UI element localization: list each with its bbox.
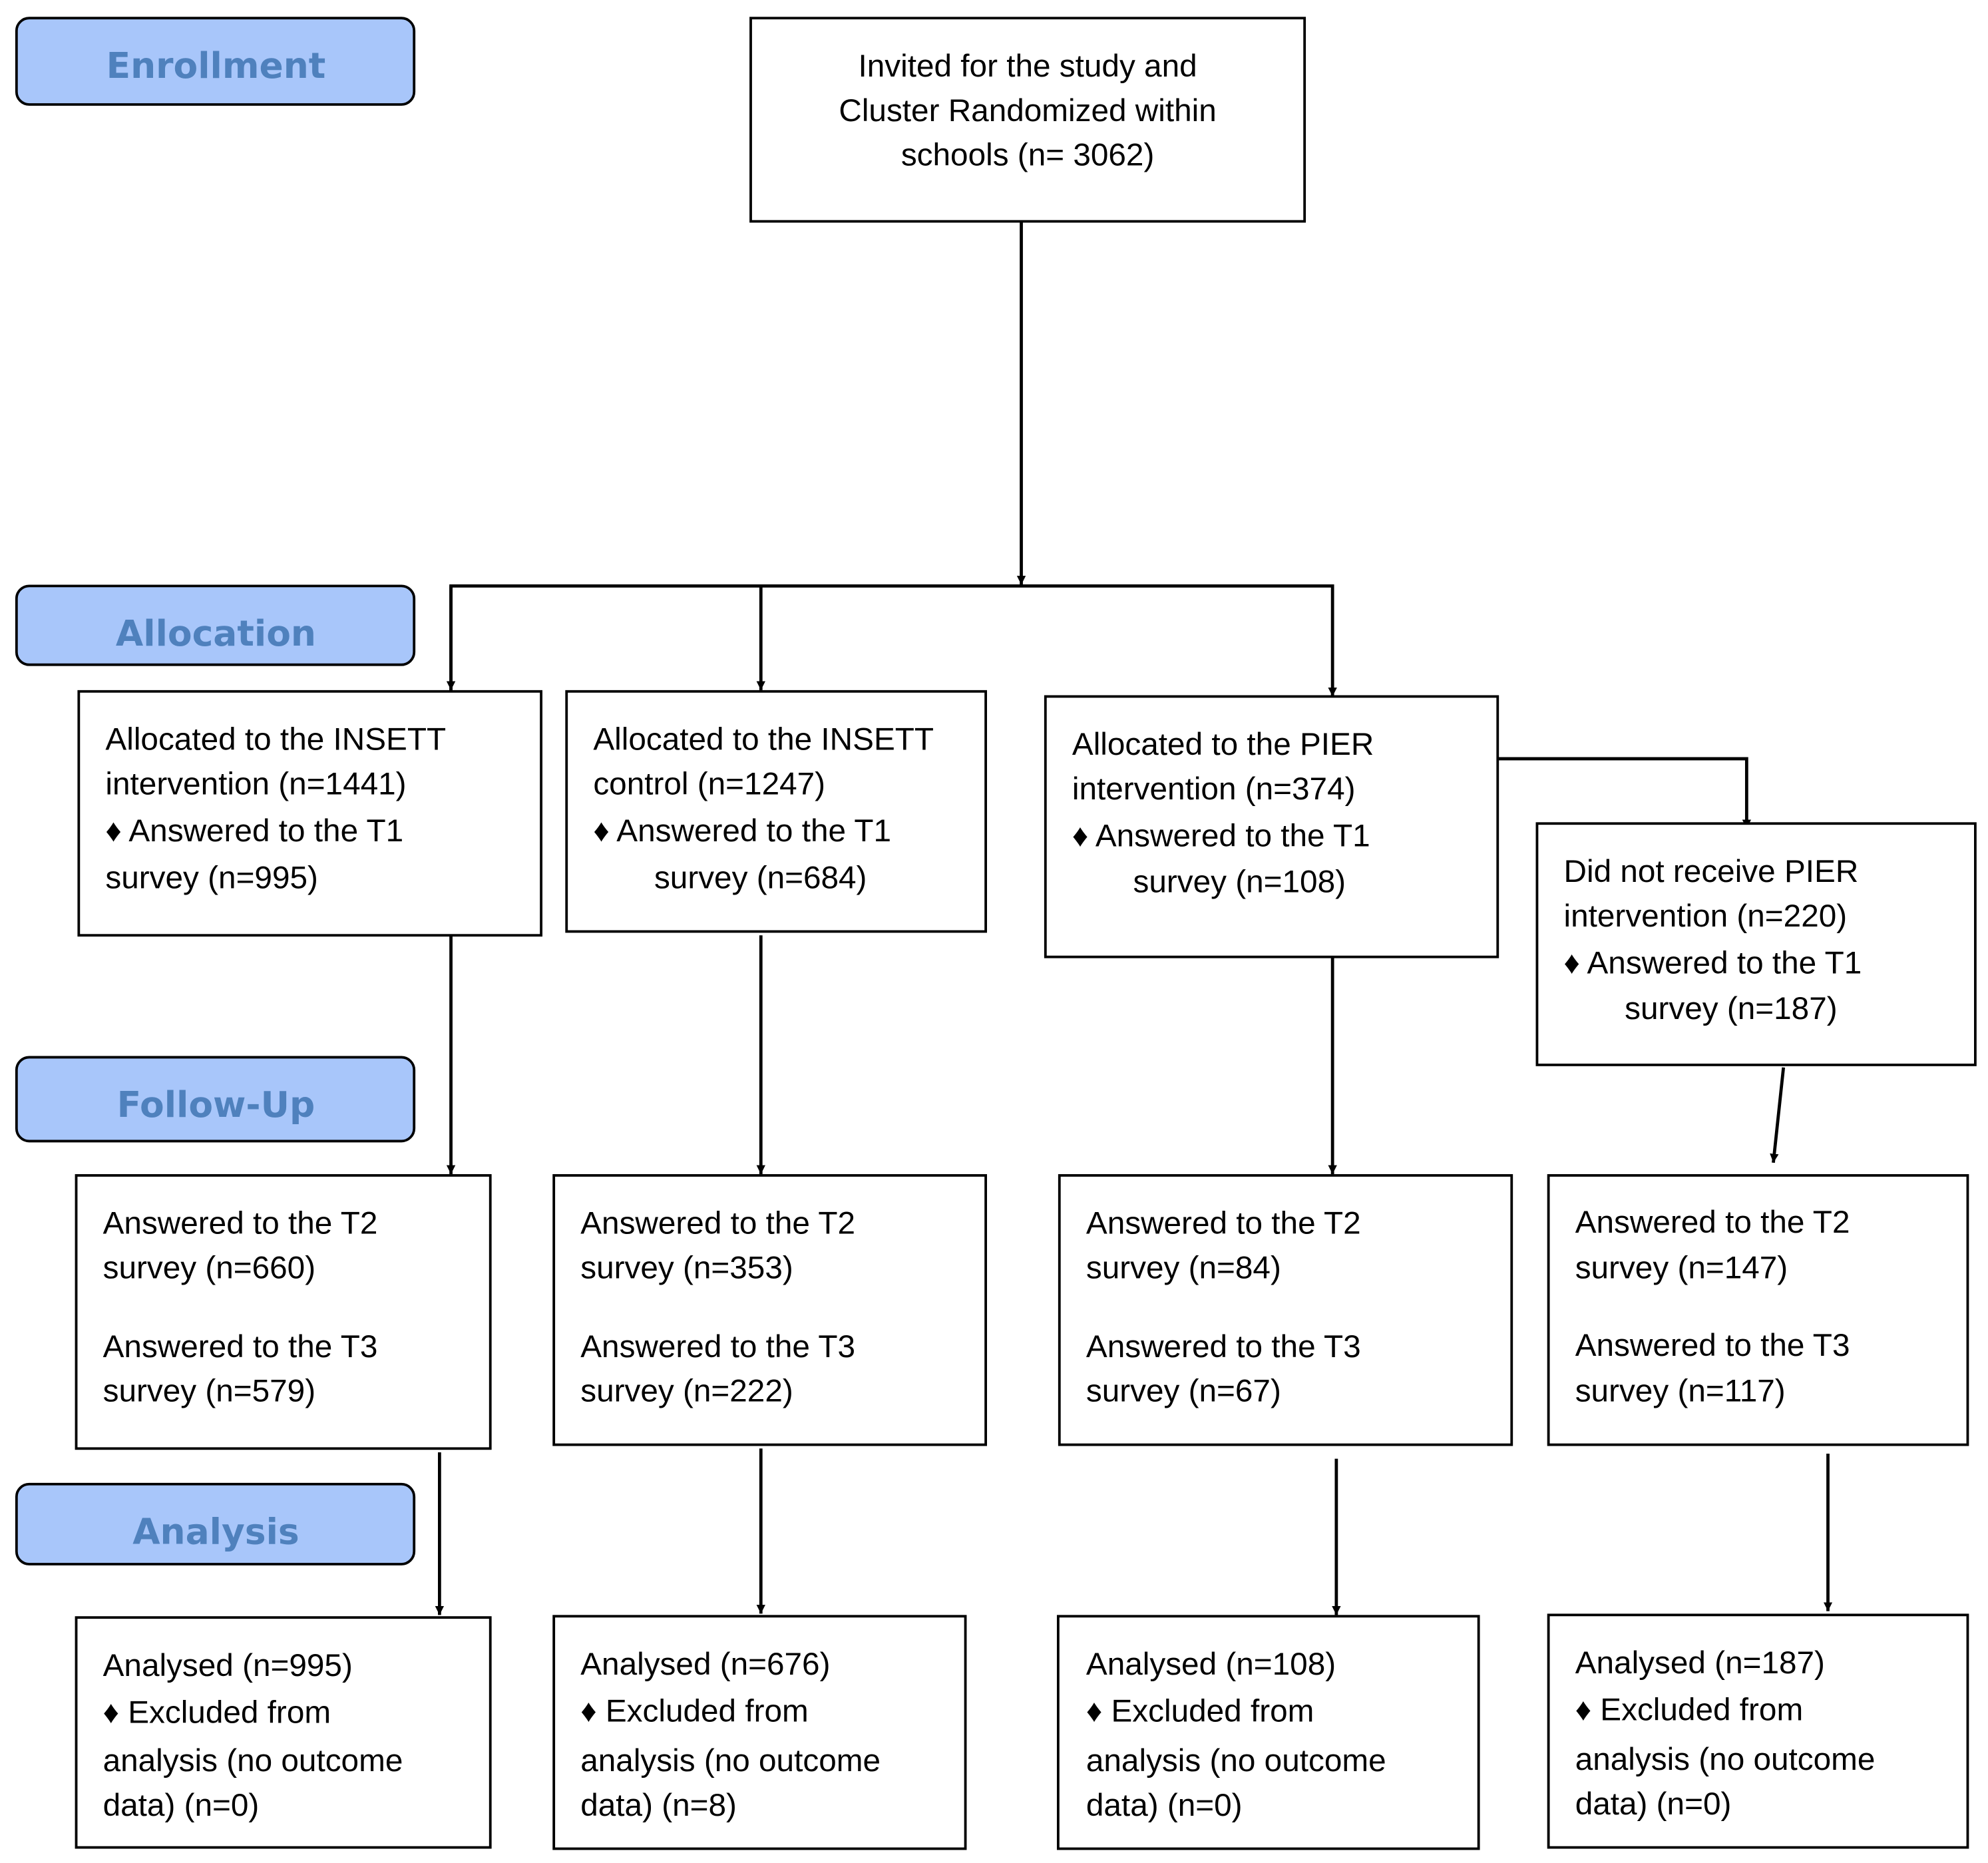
- box-analysis-insett-intervention: Analysed (n=995) ♦ Excluded from analysis …: [75, 1616, 492, 1849]
- box-text-line: survey (n=108): [1133, 864, 1346, 899]
- box-text-line: ♦ Excluded from: [1575, 1693, 1804, 1728]
- box-text-line: Answered to the T3: [1575, 1328, 1850, 1363]
- stage-label-enrollment: Enrollment: [15, 17, 416, 106]
- box-border: [749, 17, 1306, 223]
- box-text-line: Answered to the T2: [1575, 1205, 1850, 1240]
- box-text-line: Analysed (n=108): [1086, 1647, 1336, 1682]
- box-border: [1058, 1174, 1513, 1446]
- box-alloc-insett-control: Allocated to the INSETT control (n=1247) ♦…: [565, 690, 988, 933]
- box-text-line: analysis (no outcome: [580, 1743, 881, 1778]
- box-text-line: analysis (no outcome: [1086, 1743, 1386, 1778]
- box-analysis-insett-control: Analysed (n=676) ♦ Excluded from analysis …: [552, 1615, 967, 1850]
- stage-label-background: [15, 584, 416, 666]
- box-text-line: schools (n= 3062): [901, 138, 1155, 173]
- box-text-line: analysis (no outcome: [103, 1743, 403, 1778]
- box-text-line: analysis (no outcome: [1575, 1742, 1876, 1777]
- box-text-line: Analysed (n=187): [1575, 1645, 1825, 1681]
- box-border: [1547, 1613, 1969, 1849]
- box-border: [77, 690, 542, 937]
- box-text-line: Answered to the T2: [1086, 1206, 1361, 1241]
- box-text-line: Allocated to the PIER: [1072, 727, 1374, 762]
- box-text-line: Allocated to the INSETT: [105, 722, 446, 757]
- box-text-line: survey (n=187): [1625, 991, 1838, 1026]
- box-text-line: ♦ Answered to the T1: [1072, 819, 1370, 854]
- box-text-line: survey (n=579): [103, 1374, 316, 1409]
- box-border: [1044, 695, 1499, 958]
- box-text-line: intervention (n=220): [1564, 899, 1848, 934]
- box-text-line: intervention (n=374): [1072, 771, 1356, 807]
- box-text-line: Allocated to the INSETT: [593, 722, 934, 757]
- box-text-line: ♦ Excluded from: [1086, 1694, 1314, 1729]
- box-border: [1056, 1615, 1480, 1850]
- box-text-line: ♦ Answered to the T1: [593, 813, 891, 849]
- box-text-line: Analysed (n=676): [580, 1647, 830, 1682]
- box-text-line: control (n=1247): [593, 766, 825, 801]
- box-alloc-insett-intervention: Allocated to the INSETT intervention (n=1…: [77, 690, 542, 937]
- box-followup-insett-intervention: Answered to the T2 survey (n=660) Answered…: [75, 1174, 492, 1450]
- box-border: [75, 1174, 492, 1450]
- box-text-line: ♦ Answered to the T1: [1564, 945, 1862, 980]
- box-text-line: Did not receive PIER: [1564, 854, 1859, 889]
- stage-label-text: Follow-Up: [117, 1084, 315, 1126]
- box-border: [1547, 1174, 1969, 1446]
- stage-label-analysis: Analysis: [15, 1482, 416, 1565]
- box-text-line: survey (n=67): [1086, 1374, 1281, 1409]
- box-text-line: survey (n=684): [654, 861, 867, 896]
- box-text-line: survey (n=353): [580, 1251, 793, 1286]
- box-text-line: data) (n=8): [580, 1788, 737, 1823]
- box-text-line: Answered to the T3: [103, 1329, 378, 1364]
- box-border: [75, 1616, 492, 1849]
- stage-label-background: [15, 17, 416, 106]
- arrow-to-pier-not-received: [1497, 757, 1752, 829]
- box-text-line: survey (n=117): [1575, 1374, 1786, 1409]
- box-text-line: intervention (n=1441): [105, 766, 406, 801]
- box-analysis-pier-not-received: Analysed (n=187) ♦ Excluded from analysis …: [1547, 1613, 1969, 1849]
- box-followup-pier-not-received: Answered to the T2 survey (n=147) Answered…: [1547, 1174, 1969, 1446]
- box-pier-not-received: Did not receive PIER intervention (n=220)…: [1535, 822, 1977, 1066]
- box-text-line: survey (n=660): [103, 1251, 316, 1286]
- connectors: [435, 221, 1833, 1615]
- box-followup-insett-control: Answered to the T2 survey (n=353) Answered…: [552, 1174, 988, 1446]
- box-analysis-pier-intervention: Analysed (n=108) ♦ Excluded from analysis …: [1056, 1615, 1480, 1850]
- box-border: [552, 1174, 988, 1446]
- box-text-line: survey (n=84): [1086, 1251, 1281, 1286]
- box-text-line: ♦ Excluded from: [580, 1694, 809, 1729]
- stage-label-follow-up: Follow-Up: [15, 1056, 416, 1143]
- box-border: [565, 690, 988, 933]
- box-text-line: Answered to the T2: [103, 1206, 378, 1241]
- box-border: [552, 1615, 967, 1850]
- box-text-line: data) (n=0): [1086, 1788, 1243, 1823]
- stage-label-text: Allocation: [116, 612, 316, 654]
- stage-label-background: [15, 1056, 416, 1143]
- box-text-line: data) (n=0): [103, 1788, 260, 1823]
- stage-label-text: Enrollment: [106, 45, 326, 87]
- box-text-line: data) (n=0): [1575, 1786, 1732, 1822]
- box-border: [1535, 822, 1977, 1066]
- box-alloc-pier-intervention: Allocated to the PIER intervention (n=374…: [1044, 695, 1499, 958]
- box-text-line: Answered to the T3: [580, 1329, 855, 1364]
- stage-label-text: Analysis: [132, 1510, 299, 1552]
- box-text-line: Analysed (n=995): [103, 1648, 353, 1683]
- box-text-line: ♦ Excluded from: [103, 1695, 331, 1731]
- box-text-line: survey (n=995): [105, 861, 318, 896]
- stage-label-allocation: Allocation: [15, 584, 416, 666]
- stage-label-background: [15, 1482, 416, 1565]
- box-text-line: survey (n=147): [1575, 1251, 1788, 1286]
- box-followup-pier-intervention: Answered to the T2 survey (n=84) Answered …: [1058, 1174, 1513, 1446]
- split-line: [449, 584, 1337, 697]
- box-text-line: Invited for the study and: [859, 49, 1197, 84]
- arrow-followup-4: [1770, 1067, 1786, 1163]
- box-text-line: ♦ Answered to the T1: [105, 813, 403, 849]
- box-text-line: Answered to the T2: [580, 1206, 855, 1241]
- box-text-line: Answered to the T3: [1086, 1329, 1361, 1364]
- box-text-line: Cluster Randomized within: [839, 93, 1216, 128]
- box-text-line: survey (n=222): [580, 1374, 793, 1409]
